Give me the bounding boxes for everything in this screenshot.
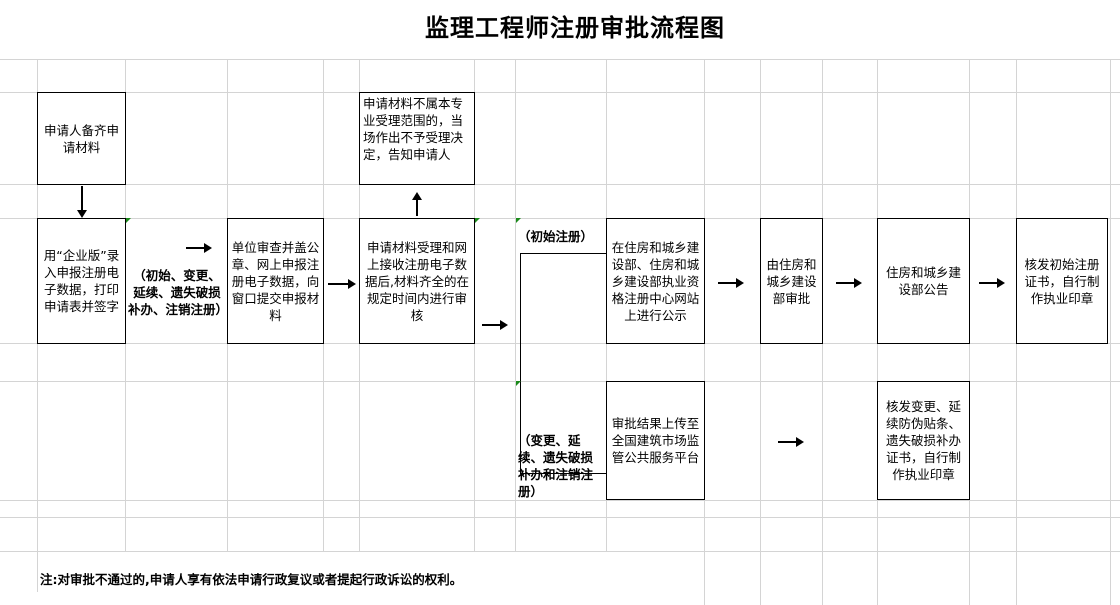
step-reject: 申请材料不属本专业受理范围的，当场作出不予受理决定，告知申请人 [359, 92, 475, 185]
cell-comment-marker-icon [126, 218, 131, 223]
page-title: 监理工程师注册审批流程图 [425, 14, 725, 42]
step-prepare-materials: 申请人备齐申请材料 [37, 92, 126, 185]
step-issue-initial: 核发初始注册证书，自行制作执业印章 [1016, 218, 1108, 344]
arrow-down-icon [77, 186, 87, 218]
grid-line [0, 184, 1120, 185]
arrow-right-icon [979, 278, 1005, 288]
footer-note: 注:对审批不通过的,申请人享有依法申请行政复议或者提起行政诉讼的权利。 [40, 572, 463, 587]
grid-line [0, 500, 1120, 501]
cell-comment-marker-icon [516, 381, 521, 386]
grid-line [515, 59, 516, 551]
arrow-right-icon [482, 320, 508, 330]
step-issue-change: 核发变更、延续防伪贴条、遗失破损补办证书，自行制作执业印章 [877, 381, 970, 500]
label-change: （变更、延续、遗失破损补办和注销注册） [518, 433, 594, 499]
grid-line [1110, 59, 1111, 605]
step-enter-data: 用“企业版”录入申报注册电子数据，打印申请表并签字 [37, 218, 126, 344]
step-announce: 住房和城乡建设部公告 [877, 218, 970, 344]
label-all-types: （初始、变更、延续、遗失破损补办、注销注册） [128, 268, 229, 317]
arrow-right-icon [186, 243, 212, 253]
grid-line [0, 551, 1120, 552]
grid-line [0, 517, 1120, 518]
branch-bracket-line [520, 253, 521, 473]
grid-line [0, 343, 1120, 344]
grid-line [0, 381, 1120, 382]
step-accept: 申请材料受理和网上接收注册电子数据后,材料齐全的在规定时间内进行审核 [359, 218, 475, 344]
cell-comment-marker-icon [516, 218, 521, 223]
arrow-right-icon [836, 278, 862, 288]
step-approval: 由住房和城乡建设部审批 [760, 218, 823, 344]
branch-bracket-line [520, 253, 606, 254]
grid-line [0, 218, 1120, 219]
arrow-right-icon [778, 437, 804, 447]
arrow-right-icon [718, 278, 744, 288]
branch-bracket-line [520, 473, 606, 474]
step-upload: 审批结果上传至全国建筑市场监管公共服务平台 [606, 381, 705, 500]
arrow-up-icon [412, 192, 422, 216]
step-unit-review: 单位审查并盖公章、网上申报注册电子数据，向窗口提交申报材料 [227, 218, 324, 344]
grid-line [0, 92, 1120, 93]
grid-line [0, 59, 1120, 60]
arrow-right-icon [328, 279, 356, 289]
label-initial: （初始注册） [518, 229, 594, 244]
step-publicity: 在住房和城乡建设部、住房和城乡建设部执业资格注册中心网站上进行公示 [606, 218, 705, 344]
cell-comment-marker-icon [475, 218, 480, 223]
